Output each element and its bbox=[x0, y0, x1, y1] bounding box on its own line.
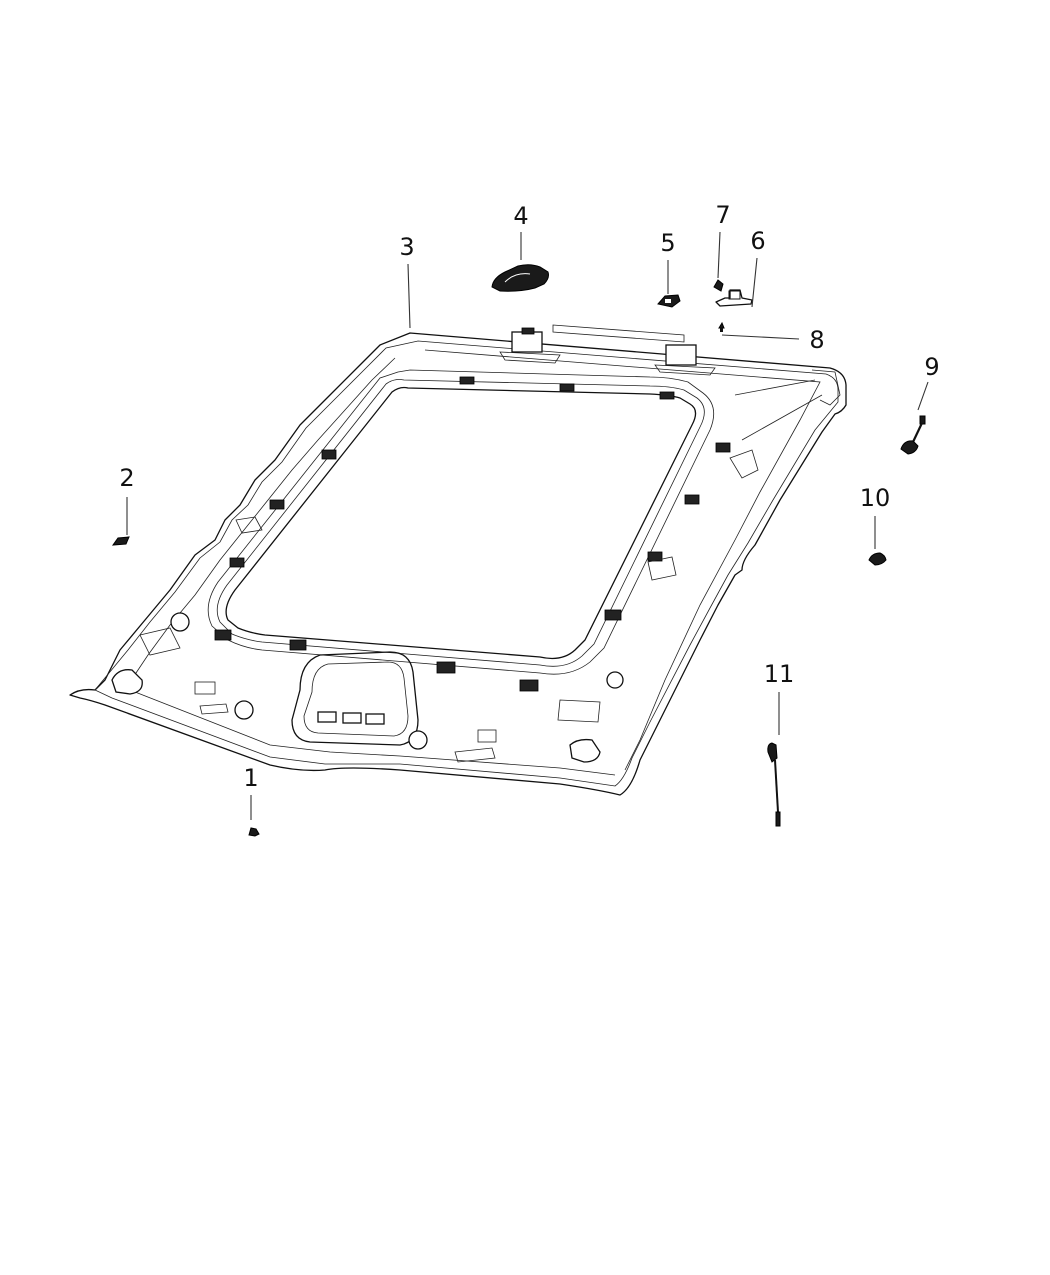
callout-number-7[interactable]: 7 bbox=[715, 201, 731, 229]
callout-number-5[interactable]: 5 bbox=[660, 229, 676, 257]
callout-number-1[interactable]: 1 bbox=[243, 764, 259, 792]
callout-number-9[interactable]: 9 bbox=[924, 353, 940, 381]
callout-number-3[interactable]: 3 bbox=[399, 233, 415, 261]
leader-line-7 bbox=[717, 231, 721, 279]
rear-mount-right bbox=[654, 344, 716, 376]
part-9-wire-connector[interactable] bbox=[900, 415, 926, 455]
leader-line-9 bbox=[917, 381, 929, 411]
callout-leader-lines bbox=[126, 231, 929, 820]
part-1-clip[interactable] bbox=[248, 827, 260, 837]
part-8-screw[interactable] bbox=[718, 321, 725, 332]
callout-number-6[interactable]: 6 bbox=[750, 227, 766, 255]
callout-number-4[interactable]: 4 bbox=[513, 202, 529, 230]
callout-number-2[interactable]: 2 bbox=[119, 464, 135, 492]
part-6-bracket[interactable] bbox=[715, 289, 753, 307]
part-4-overhead-lamp[interactable] bbox=[491, 264, 549, 292]
callout-number-11[interactable]: 11 bbox=[763, 660, 795, 688]
headliner-panel bbox=[69, 324, 847, 796]
part-7-nut[interactable] bbox=[713, 279, 724, 292]
leader-line-3 bbox=[407, 263, 411, 329]
part-10-grommet[interactable] bbox=[868, 552, 887, 566]
callout-number-8[interactable]: 8 bbox=[809, 326, 825, 354]
part-11-wire-harness[interactable] bbox=[767, 742, 781, 827]
leader-line-6 bbox=[751, 257, 758, 308]
part-2-pad[interactable] bbox=[111, 536, 130, 546]
callout-number-10[interactable]: 10 bbox=[859, 484, 891, 512]
part-5-lamp-lens[interactable] bbox=[657, 294, 681, 308]
leader-line-8 bbox=[721, 334, 800, 340]
rear-mount-left bbox=[499, 327, 561, 364]
